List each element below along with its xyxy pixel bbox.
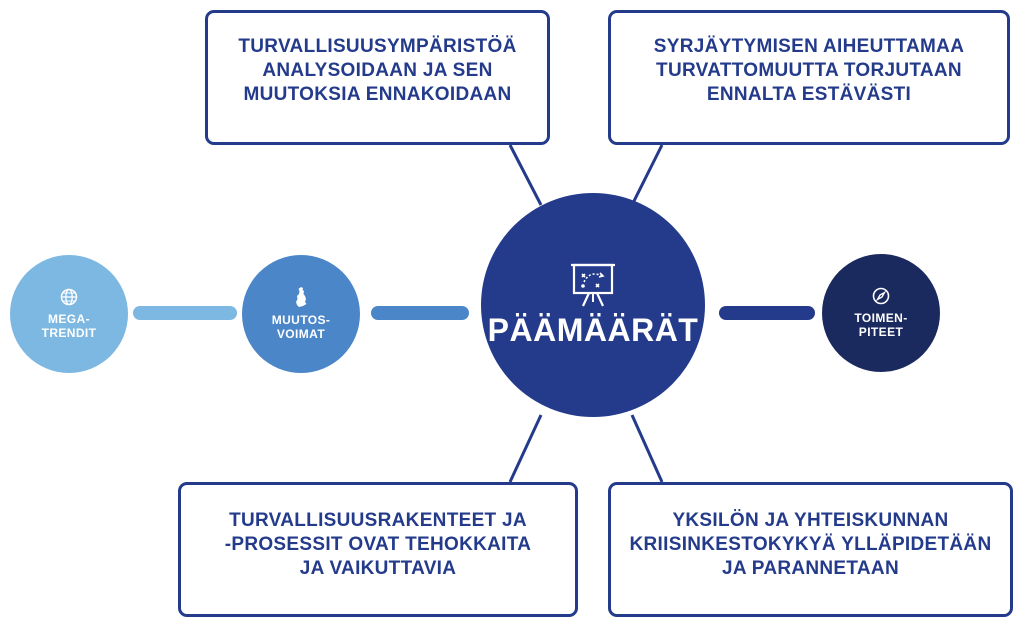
strategy-board-icon (571, 263, 615, 307)
finland-map-icon (296, 287, 307, 307)
goal-box-bottom-right: YKSILÖN JA YHTEISKUNNAN KRIISINKESTOKYKY… (608, 482, 1013, 617)
node-muutosvoimat-label: MUUTOS- VOIMAT (271, 313, 331, 341)
goal-box-top-right: SYRJÄYTYMISEN AIHEUTTAMAA TURVATTOMUUTTA… (608, 10, 1010, 145)
node-paamaarat: PÄÄMÄÄRÄT (481, 193, 705, 417)
node-megatrendit-label: MEGA- TRENDIT (41, 312, 97, 340)
connector-top-right (630, 144, 664, 206)
connector-bottom-right (630, 414, 664, 483)
compass-icon (872, 287, 890, 305)
goal-box-top-left: TURVALLISUUSYMPÄRISTÖÄ ANALYSOIDAAN JA S… (205, 10, 550, 145)
node-muutosvoimat: MUUTOS- VOIMAT (242, 255, 360, 373)
node-toimenpiteet: TOIMEN- PITEET (822, 254, 940, 372)
node-toimenpiteet-label: TOIMEN- PITEET (854, 311, 908, 339)
globe-icon (60, 288, 78, 306)
connector-bottom-left (508, 414, 543, 483)
node-megatrendit: MEGA- TRENDIT (10, 255, 128, 373)
connector-top-left (508, 144, 543, 206)
node-paamaarat-label: PÄÄMÄÄRÄT (487, 312, 699, 348)
goal-box-bottom-left: TURVALLISUUSRAKENTEET JA -PROSESSIT OVAT… (178, 482, 578, 617)
